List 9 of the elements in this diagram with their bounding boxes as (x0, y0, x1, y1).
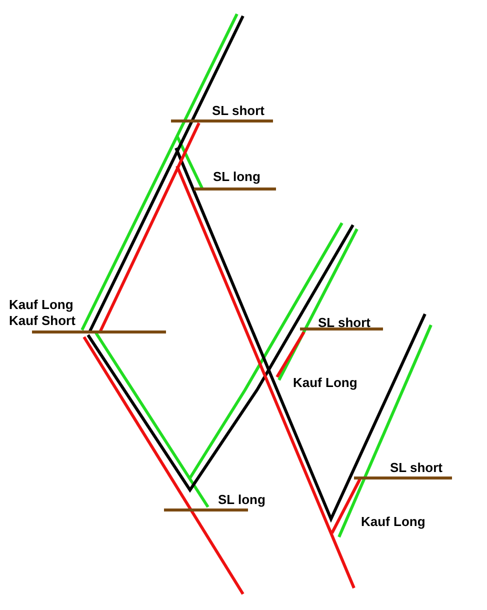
level-label: SL short (318, 315, 370, 330)
level-label: SL short (390, 460, 442, 475)
level-label: Kauf Long (361, 514, 426, 529)
level-label: SL short (212, 103, 264, 118)
level-label: Kauf Long (293, 375, 358, 390)
level-label: SL long (218, 492, 266, 507)
level-label: Kauf Long (9, 297, 74, 312)
level-label: SL long (213, 169, 260, 184)
level-label: Kauf Short (9, 313, 76, 328)
